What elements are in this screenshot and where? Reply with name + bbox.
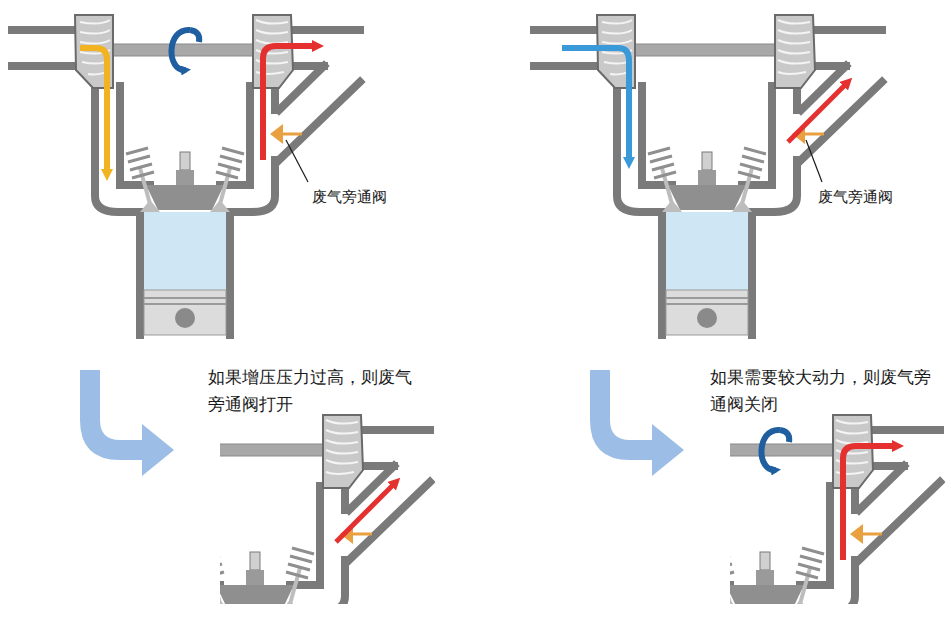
intake-flow-arrow: [80, 48, 107, 175]
bypass-flow-arrow: [788, 82, 848, 142]
rotation-arrow: [761, 430, 780, 470]
detail-bottom-left: [220, 415, 430, 604]
bypass-flow-arrow: [336, 482, 396, 542]
detail-bottom-right: [592, 415, 940, 627]
note-text: 如果需要较大动力，则废气旁通阀关闭: [710, 364, 942, 418]
engine-top-right: [534, 15, 882, 335]
rotation-arrow: [190, 30, 199, 42]
leader-line: [286, 140, 308, 182]
detail-bottom-right: [730, 415, 940, 604]
transition-arrow: [80, 370, 174, 476]
note-text: 如果增压压力过高，则废气旁通阀打开: [208, 364, 423, 418]
exhaust-flow-arrow: [843, 446, 898, 560]
exhaust-flow-arrow: [263, 46, 318, 160]
rotation-arrow: [171, 30, 190, 70]
intake-flow-arrow: [562, 48, 629, 163]
valve-label: 废气旁通阀: [312, 187, 422, 207]
detail-bottom-left: [82, 415, 430, 627]
engine-top-left: [12, 15, 360, 335]
leader-line: [806, 140, 822, 182]
valve-label: 废气旁通阀: [818, 187, 928, 207]
transition-arrow: [590, 370, 684, 476]
engine-top-right: [534, 15, 882, 335]
rotation-arrow: [780, 430, 789, 442]
engine-top-left: [12, 15, 360, 335]
